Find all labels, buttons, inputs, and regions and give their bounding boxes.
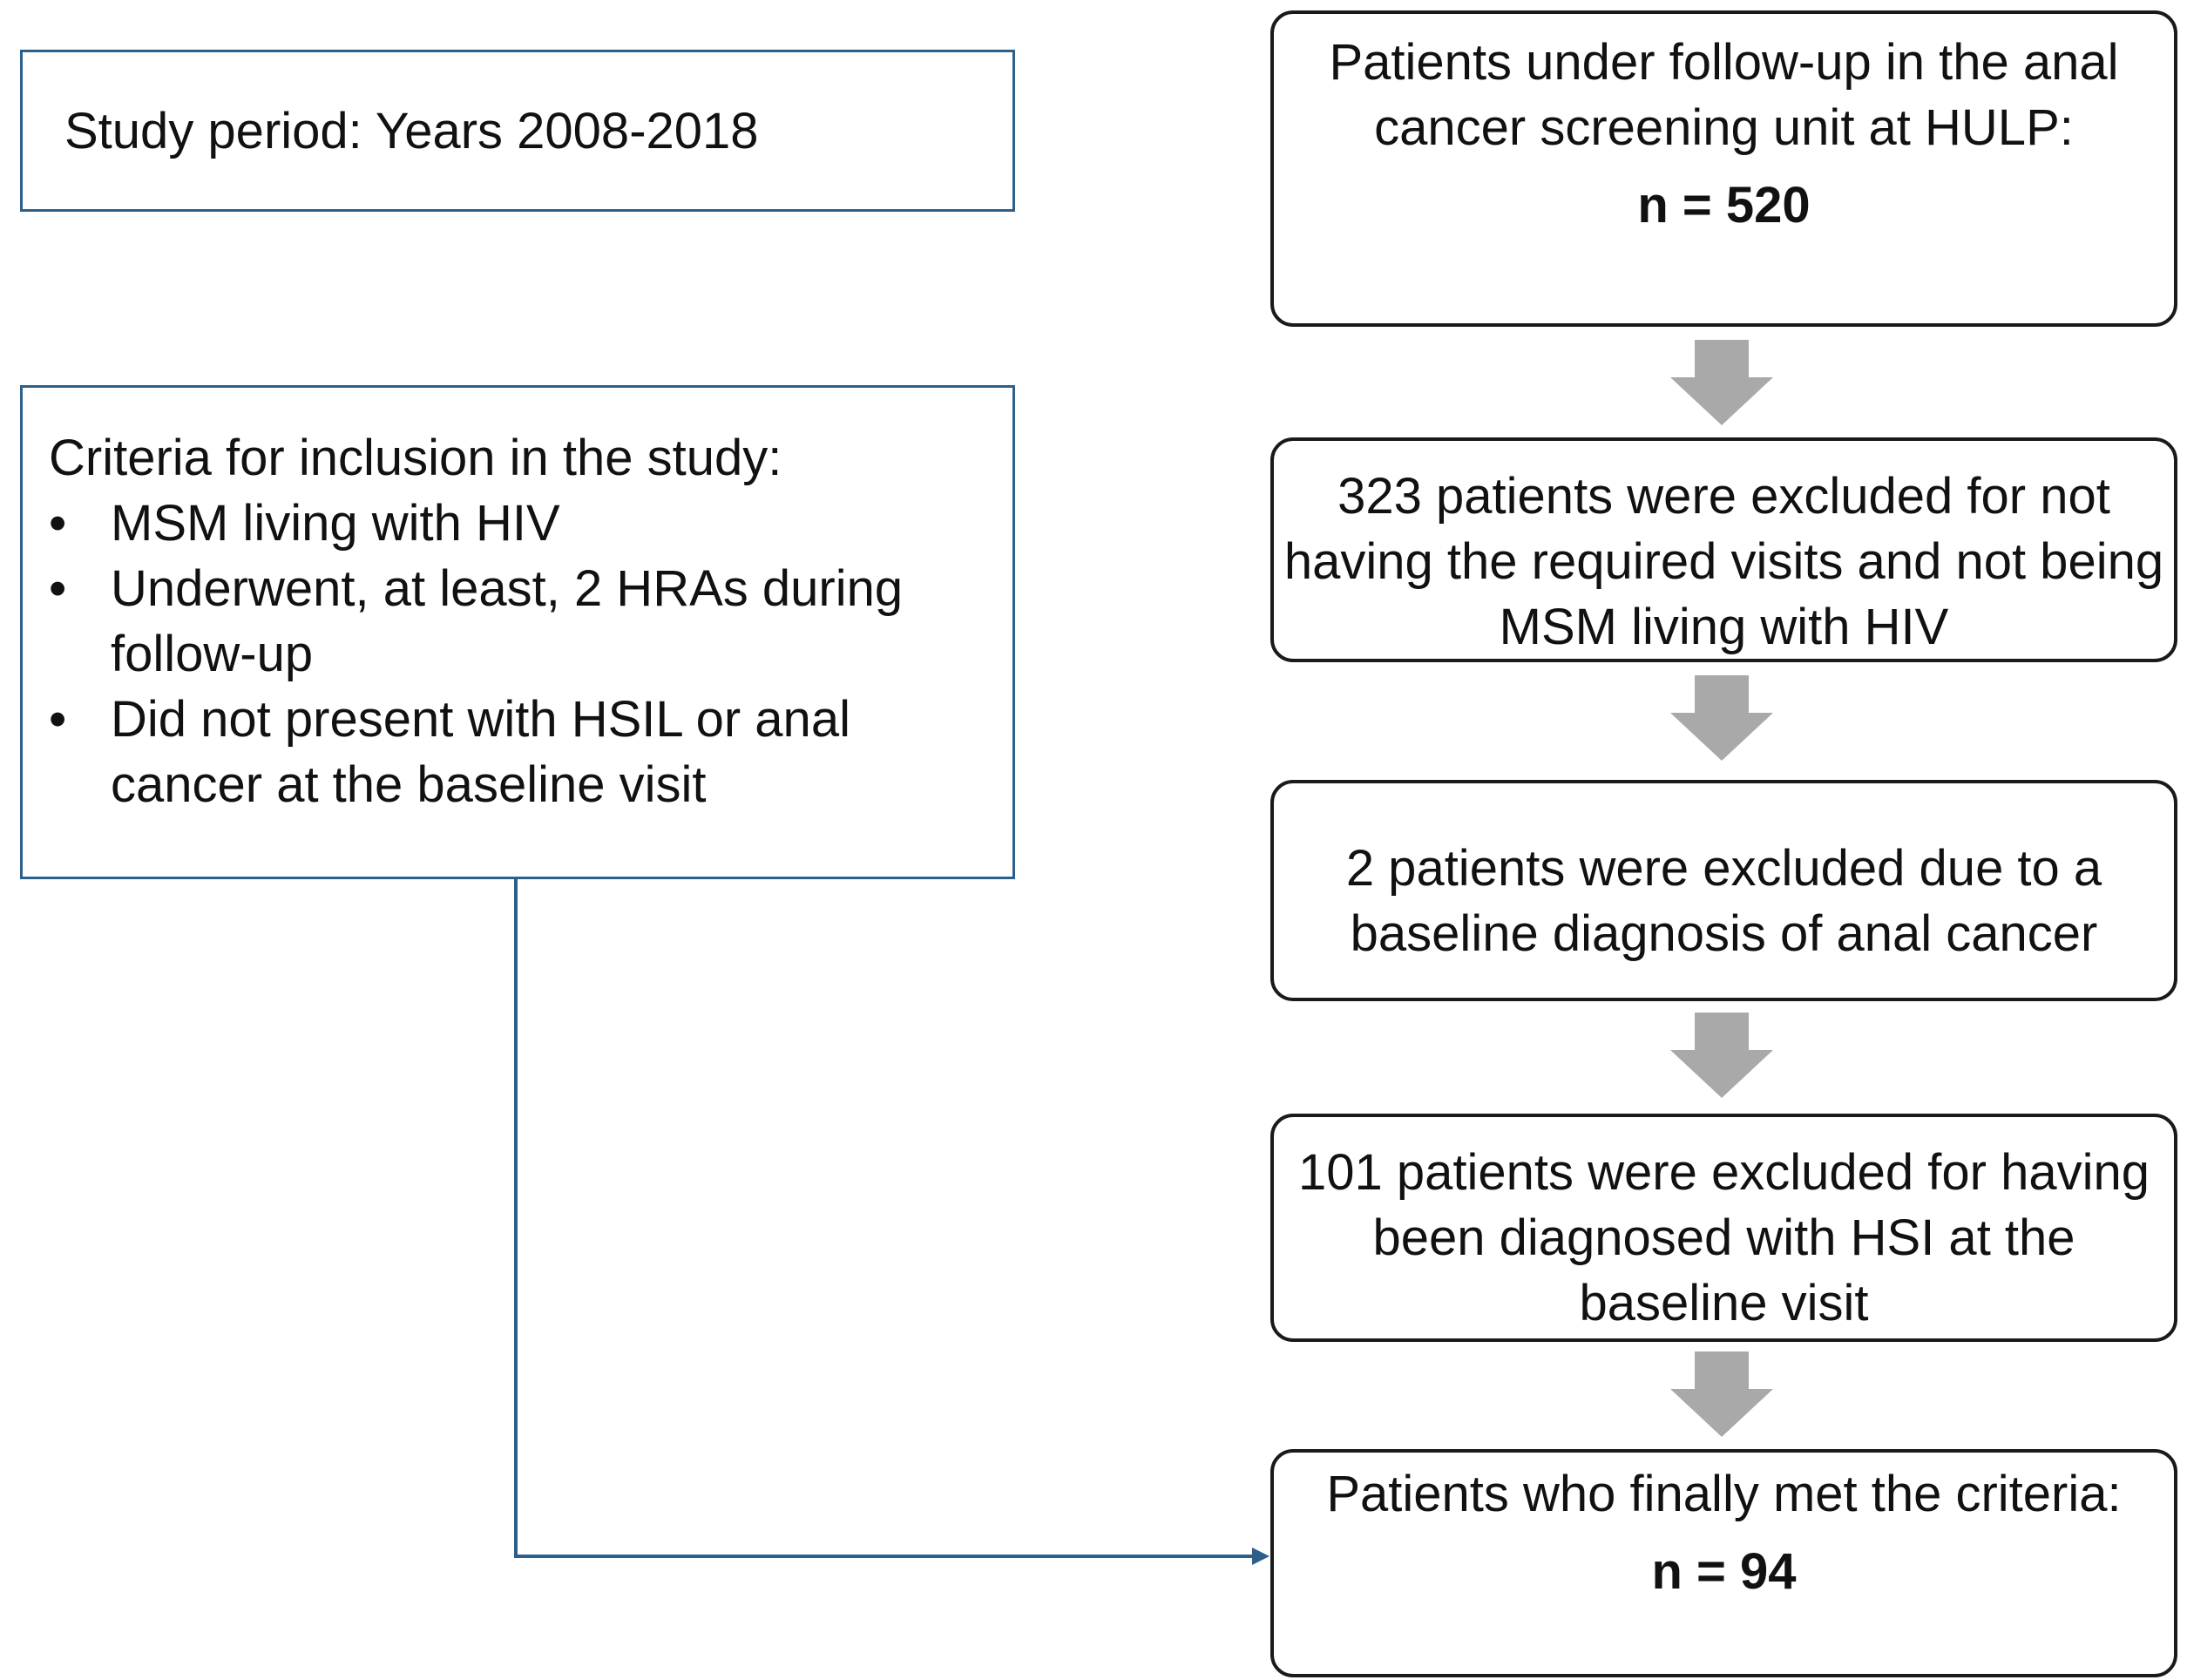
final-population-count: n = 94 [1651,1543,1797,1600]
start-population-count: n = 520 [1637,177,1811,234]
connector-line [514,879,1255,1558]
start-population-box: Patients under follow-up in the anal can… [1270,10,2177,327]
exclusion-text-1: 323 patients were excluded for not havin… [1283,468,2164,655]
inclusion-criteria-title: Criteria for inclusion in the study: [49,430,782,486]
inclusion-criteria-box: Criteria for inclusion in the study: • M… [20,385,1015,879]
exclusion-text-3: 101 patients were excluded for having be… [1298,1144,2150,1331]
final-population-text: Patients who finally met the criteria: [1326,1466,2122,1522]
study-period-value: Years 2008-2018 [375,103,759,159]
down-arrow-icon [1670,675,1773,761]
inclusion-criteria-content: Criteria for inclusion in the study: • M… [49,425,995,817]
criteria-item: • MSM living with HIV [49,491,995,556]
study-period-box: Study period: Years 2008-2018 [20,50,1015,212]
criteria-item-text: Did not present with HSIL or anal cancer… [111,691,850,813]
bullet-icon: • [49,691,67,748]
arrowhead-icon [1252,1548,1270,1565]
study-period-label: Study period: [64,103,362,159]
down-arrow-icon [1670,340,1773,425]
criteria-item-text: MSM living with HIV [111,495,560,552]
exclusion-box-3: 101 patients were excluded for having be… [1270,1114,2177,1342]
down-arrow-icon [1670,1351,1773,1437]
criteria-item: • Did not present with HSIL or anal canc… [49,687,995,817]
criteria-item: • Underwent, at least, 2 HRAs during fol… [49,556,995,687]
start-population-text: Patients under follow-up in the anal can… [1329,34,2119,156]
exclusion-text-2: 2 patients were excluded due to a baseli… [1345,840,2102,962]
criteria-item-text: Underwent, at least, 2 HRAs during follo… [111,560,904,682]
study-period-text: Study period: Years 2008-2018 [64,103,759,161]
bullet-icon: • [49,560,67,617]
final-population-box: Patients who finally met the criteria: n… [1270,1449,2177,1677]
down-arrow-icon [1670,1013,1773,1098]
exclusion-box-2: 2 patients were excluded due to a baseli… [1270,780,2177,1001]
exclusion-box-1: 323 patients were excluded for not havin… [1270,437,2177,662]
bullet-icon: • [49,495,67,552]
